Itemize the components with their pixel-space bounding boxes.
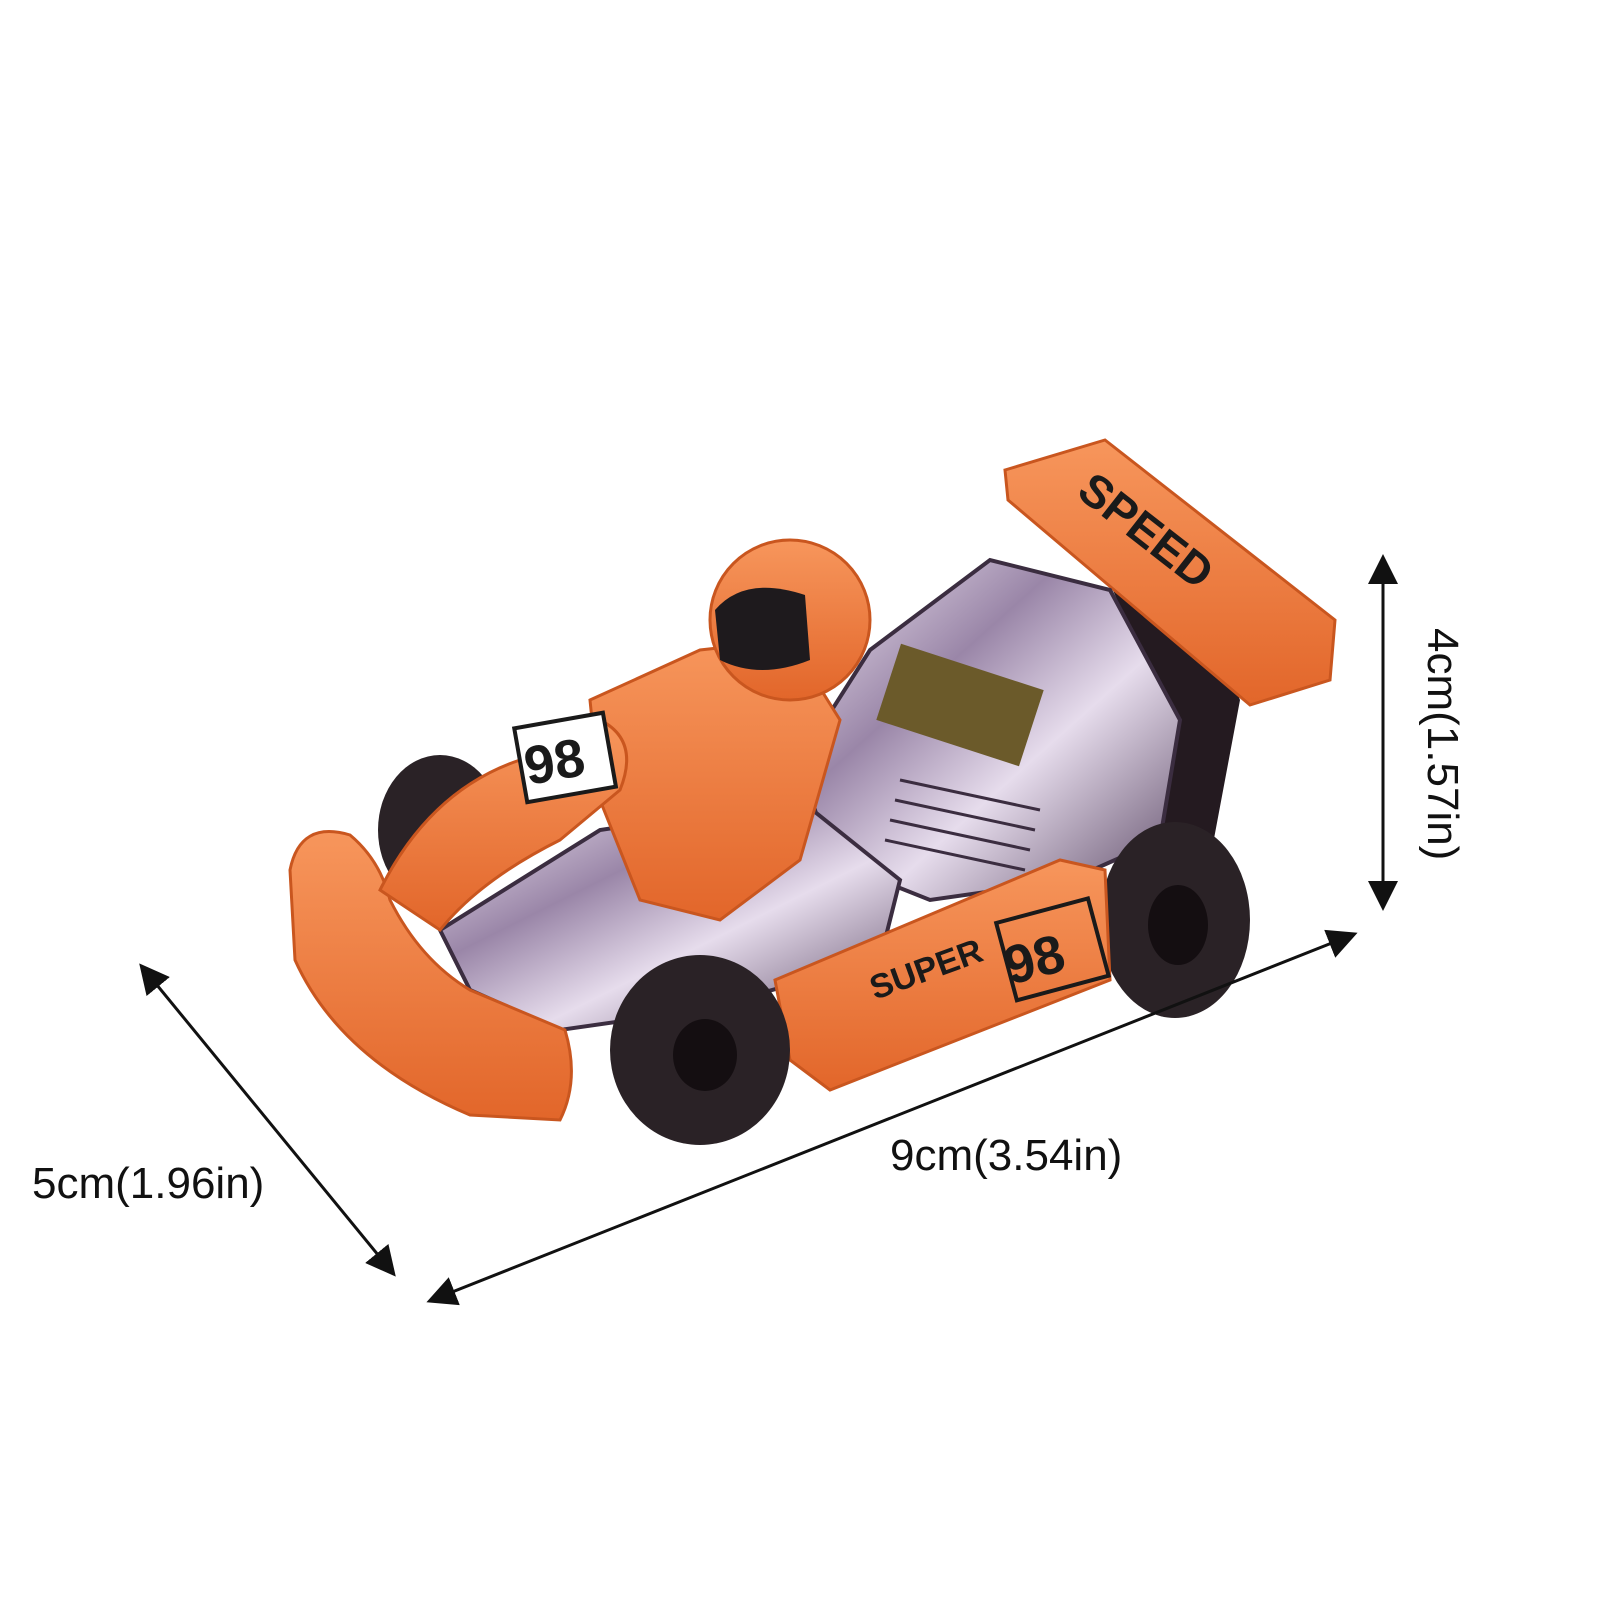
depth-label: 5cm(1.96in) [32, 1159, 264, 1208]
front-number-plate [511, 710, 619, 805]
rear-spoiler [1003, 438, 1337, 707]
engine-plate [876, 643, 1044, 767]
front-near-wheel [610, 955, 790, 1145]
length-label: 9cm(3.54in) [890, 1131, 1122, 1180]
driver-helmet [708, 538, 872, 702]
height-label: 4cm(1.57in) [1418, 628, 1467, 860]
front-number: 98 [520, 727, 590, 797]
engine-grille [884, 778, 1041, 872]
depth-arrow [139, 963, 396, 1277]
length-arrow [426, 929, 1358, 1306]
rear-right-wheel [1100, 822, 1250, 1018]
go-kart-toy: SPEED SUPER 98 [288, 438, 1337, 1145]
dimension-annotations: 5cm(1.96in) 9cm(3.54in) 4cm(1.57in) [32, 554, 1467, 1306]
